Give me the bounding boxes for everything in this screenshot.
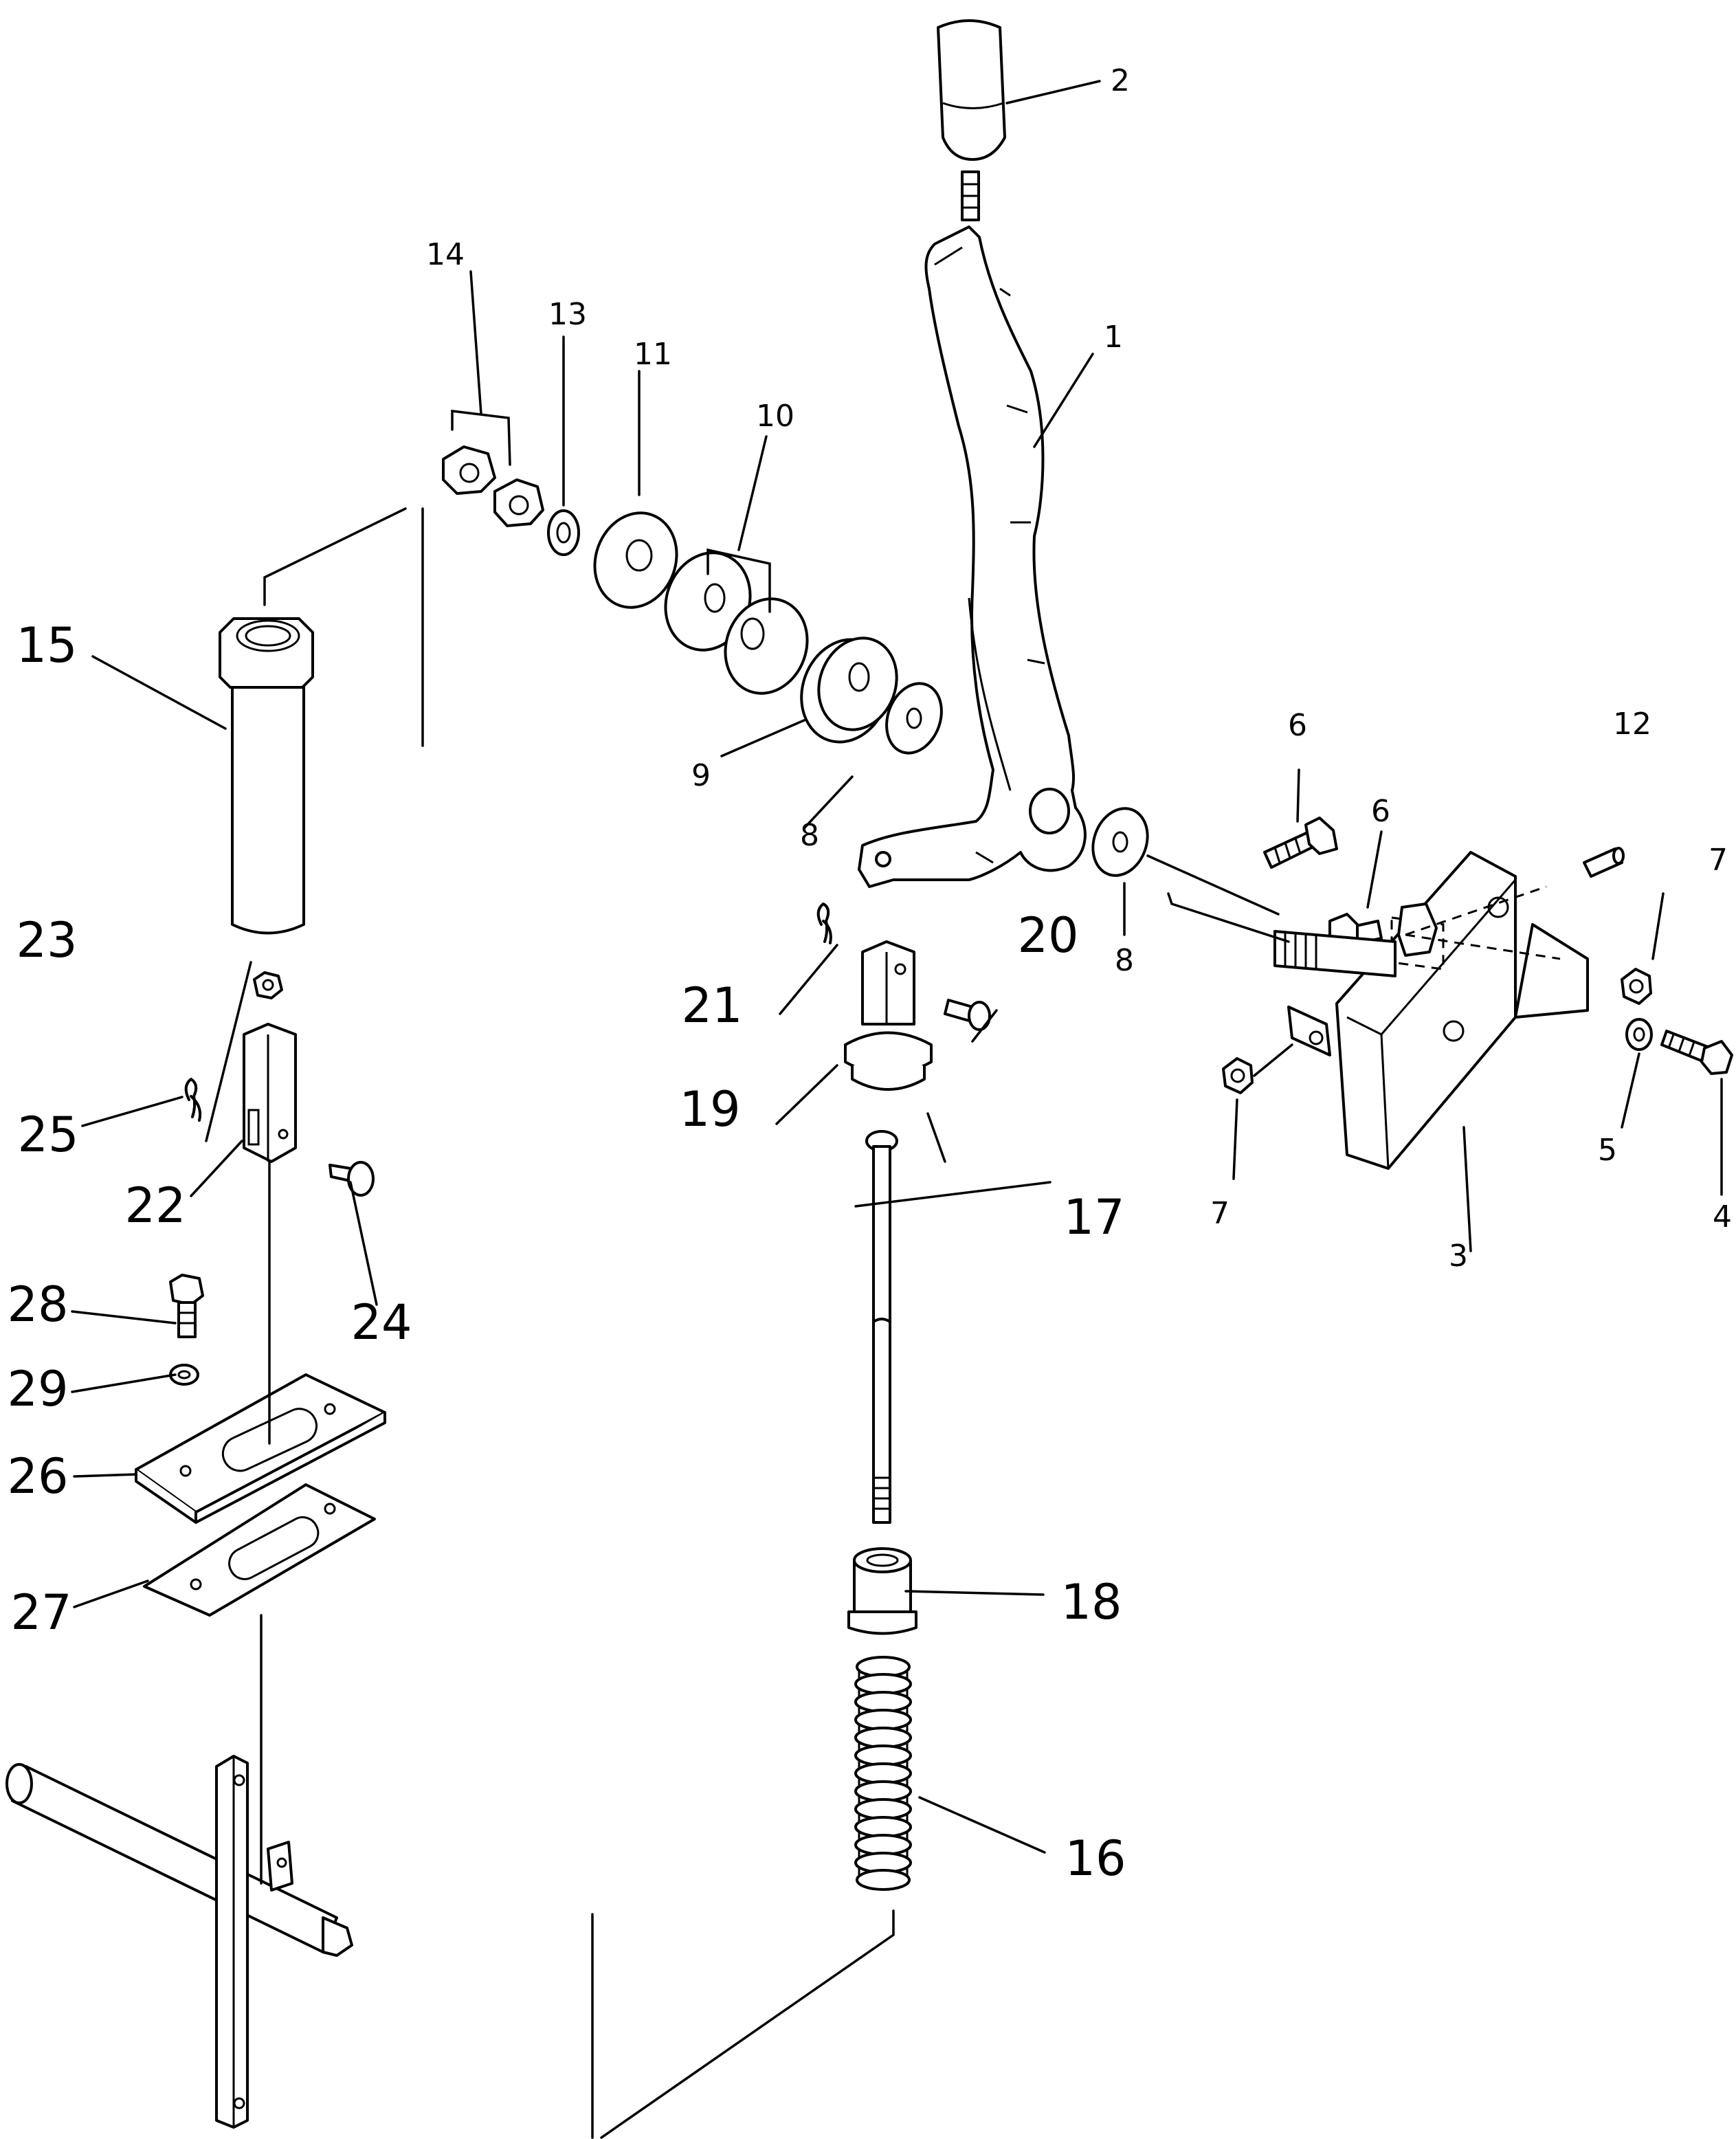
part-15-tube bbox=[219, 617, 314, 935]
callout-21: 21 bbox=[681, 977, 742, 1034]
part-3-bracket bbox=[1287, 851, 1589, 1170]
callout-22: 22 bbox=[124, 1177, 186, 1234]
part-17-rod bbox=[865, 1130, 898, 1524]
callout-23: 23 bbox=[16, 912, 77, 968]
callout-20: 20 bbox=[1017, 907, 1078, 964]
callout-18: 18 bbox=[1060, 1574, 1122, 1630]
part-4-bolt bbox=[1660, 1030, 1733, 1075]
callout-13: 13 bbox=[548, 297, 587, 332]
part-2-knob bbox=[937, 19, 1006, 221]
part-8-washer-lower bbox=[1091, 807, 1149, 877]
part-16-spring bbox=[854, 1656, 912, 1891]
callout-14: 14 bbox=[426, 237, 465, 272]
callout-16: 16 bbox=[1065, 1830, 1126, 1887]
callout-11: 11 bbox=[634, 337, 672, 372]
callout-6-lower: 6 bbox=[1371, 794, 1390, 829]
callout-9: 9 bbox=[691, 758, 711, 793]
leader-lines bbox=[71, 80, 1723, 1854]
callout-4: 4 bbox=[1713, 1199, 1732, 1234]
callout-12: 12 bbox=[1613, 707, 1651, 742]
part-pivot-stud bbox=[1273, 902, 1438, 977]
callout-26: 26 bbox=[7, 1448, 68, 1505]
callout-7-right: 7 bbox=[1709, 843, 1728, 878]
callout-labels: 2 1 3 4 5 6 6 7 7 8 8 9 10 11 12 13 14 1… bbox=[7, 63, 1732, 1887]
part-12-pin bbox=[1583, 847, 1625, 878]
part-20-pin bbox=[944, 999, 991, 1031]
part-23-nut bbox=[253, 971, 283, 999]
part-13-washer bbox=[547, 509, 580, 556]
part-18-bushing bbox=[847, 1547, 917, 1635]
part-11-washer bbox=[593, 511, 678, 609]
callout-8-upper: 8 bbox=[800, 818, 819, 853]
part-19-rod-end bbox=[844, 940, 933, 1091]
part-8-washer-upper bbox=[885, 682, 943, 755]
part-27-gasket bbox=[143, 1483, 376, 1617]
part-shaft-assembly bbox=[5, 1755, 353, 2129]
part-10-rings bbox=[664, 551, 809, 695]
callout-24: 24 bbox=[350, 1294, 412, 1351]
assembly-lines bbox=[260, 507, 1561, 2139]
part-22-clevis bbox=[243, 1023, 297, 1163]
part-7-nut-right bbox=[1621, 968, 1652, 1005]
callout-8-lower: 8 bbox=[1115, 943, 1134, 978]
callout-2: 2 bbox=[1111, 63, 1130, 98]
part-9-collar bbox=[800, 636, 898, 744]
part-21-cotter bbox=[816, 902, 832, 944]
callout-1: 1 bbox=[1104, 320, 1123, 355]
callout-28: 28 bbox=[7, 1276, 68, 1333]
callout-17: 17 bbox=[1063, 1189, 1124, 1245]
callout-27: 27 bbox=[10, 1584, 71, 1641]
callout-29: 29 bbox=[7, 1361, 68, 1417]
part-14-nuts bbox=[442, 445, 544, 527]
part-28-bolt bbox=[169, 1274, 204, 1338]
callout-5: 5 bbox=[1598, 1133, 1617, 1168]
callout-15: 15 bbox=[16, 617, 77, 674]
callout-3: 3 bbox=[1449, 1239, 1468, 1274]
callout-10: 10 bbox=[756, 399, 794, 434]
part-5-washer bbox=[1625, 1018, 1653, 1051]
part-1-lever bbox=[858, 225, 1087, 888]
part-24-pin bbox=[329, 1161, 375, 1197]
callout-6-upper: 6 bbox=[1288, 708, 1307, 743]
part-6-bolt-upper bbox=[1263, 817, 1338, 869]
callout-19: 19 bbox=[679, 1081, 740, 1138]
callout-25: 25 bbox=[17, 1107, 78, 1163]
part-26-plate bbox=[135, 1373, 386, 1524]
part-25-cotter bbox=[184, 1078, 202, 1122]
callout-7-left: 7 bbox=[1210, 1196, 1229, 1231]
part-7-nut-left bbox=[1222, 1057, 1254, 1094]
